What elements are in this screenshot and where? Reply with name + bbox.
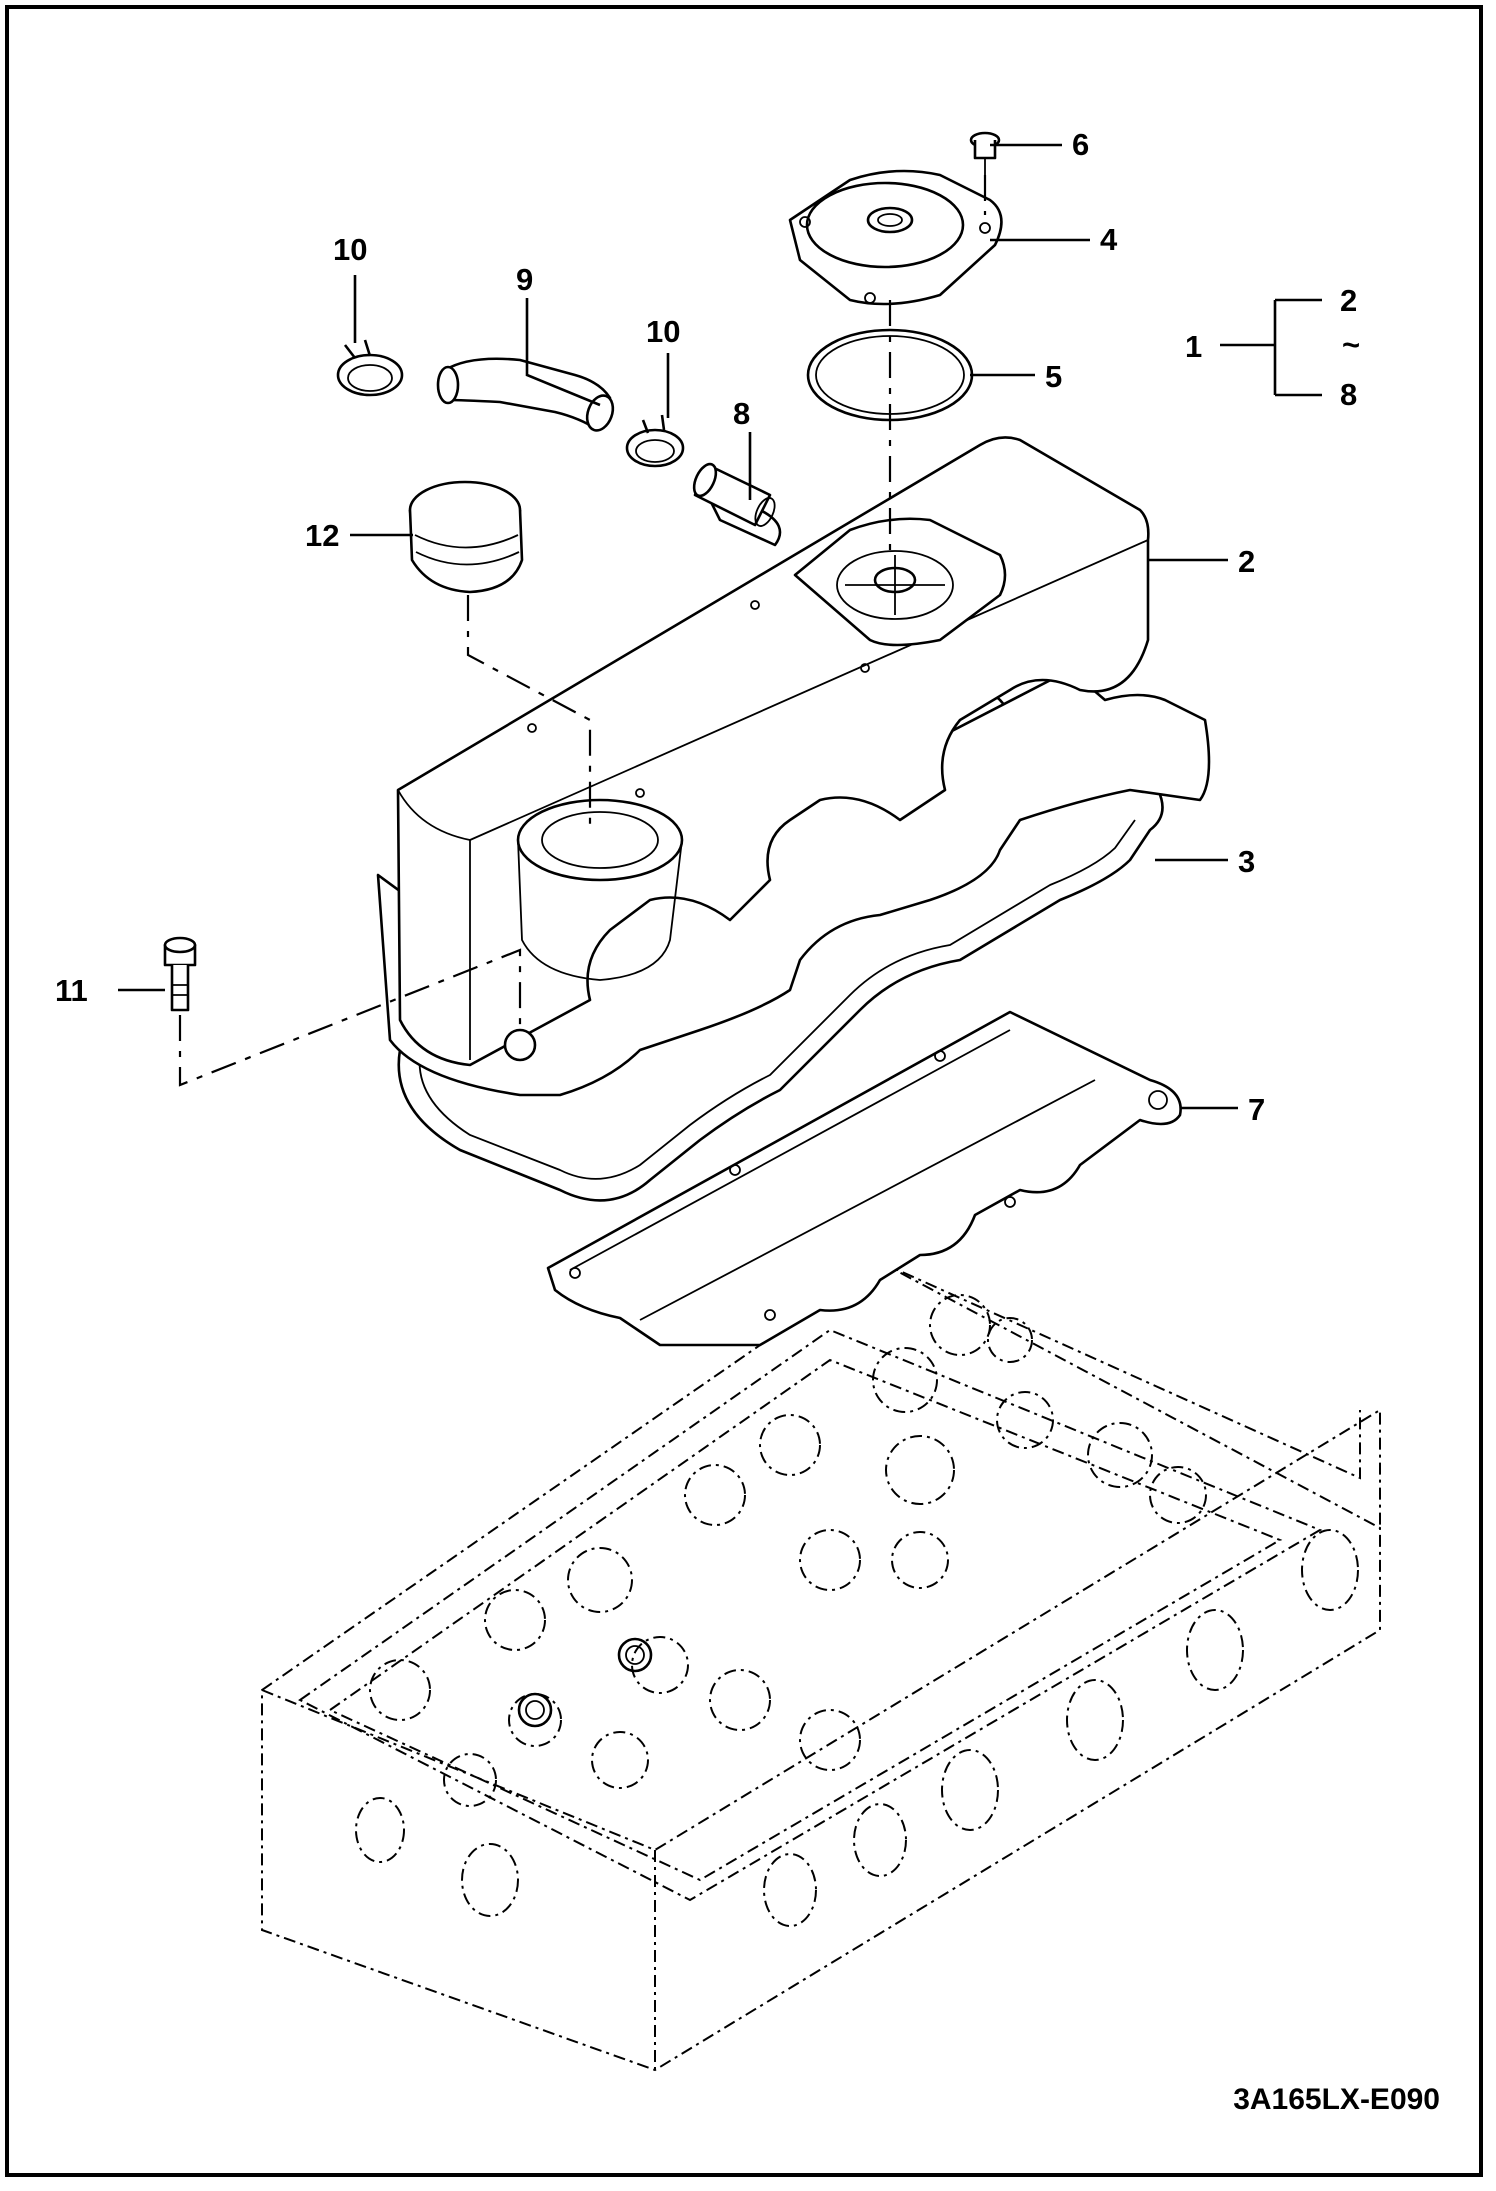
callout-10a: 10 — [333, 232, 367, 267]
callout-3: 3 — [1238, 844, 1255, 879]
oil-fill-plug-12 — [408, 480, 524, 594]
hose-clamp-10a — [336, 339, 404, 397]
callout-group-8: 8 — [1340, 377, 1357, 412]
valve-cover-2 — [376, 436, 1211, 1097]
breather-cover-4 — [788, 169, 1003, 306]
callout-6: 6 — [1072, 127, 1089, 162]
callout-group-2: 2 — [1340, 283, 1357, 318]
hose-9 — [436, 357, 615, 432]
callout-9: 9 — [516, 262, 533, 297]
callout-4: 4 — [1100, 222, 1118, 257]
callout-1: 1 — [1185, 329, 1202, 364]
pipe-8 — [692, 462, 782, 547]
assembly-lines — [178, 175, 987, 1087]
callout-5: 5 — [1045, 359, 1062, 394]
callout-7: 7 — [1248, 1092, 1265, 1127]
callout-10b: 10 — [646, 314, 680, 349]
leader-lines — [118, 143, 1322, 1110]
callout-8: 8 — [733, 396, 750, 431]
callout-2: 2 — [1238, 544, 1255, 579]
callout-11: 11 — [55, 973, 88, 1008]
bolt-11 — [163, 936, 197, 1012]
gasket-7 — [546, 1010, 1182, 1347]
callout-tilde: ~ — [1342, 327, 1360, 362]
drawing-border — [5, 5, 1483, 2177]
cylinder-head-phantom — [261, 1260, 1381, 2072]
drawing-code: 3A165LX-E090 — [1233, 2083, 1440, 2116]
callout-12: 12 — [305, 518, 339, 553]
hose-clamp-10b — [625, 414, 685, 468]
screw-6 — [969, 131, 1001, 175]
